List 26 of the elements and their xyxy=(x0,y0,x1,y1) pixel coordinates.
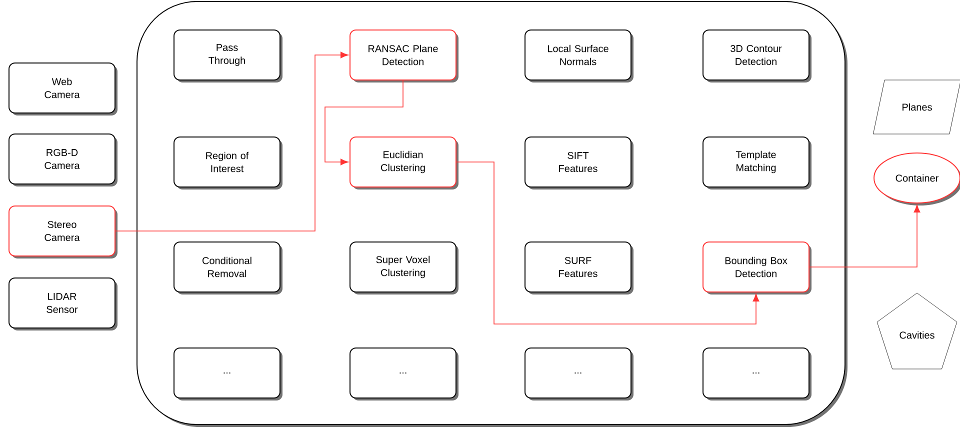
process-box: ... xyxy=(702,348,812,400)
process-box: Super Voxel Clustering xyxy=(350,242,458,294)
process-box: Conditional Removal xyxy=(174,242,282,294)
process-box: ... xyxy=(350,348,458,400)
sensor-box: Stereo Camera xyxy=(8,206,118,258)
process-box: Region of Interest xyxy=(174,136,282,190)
sensor-box: RGB-D Camera xyxy=(8,134,118,186)
process-box: RANSAC Plane Detection xyxy=(350,30,458,82)
process-box: Euclidian Clustering xyxy=(350,136,458,190)
process-box: Local Surface Normals xyxy=(524,30,634,82)
process-box: SURF Features xyxy=(524,242,634,294)
output-pentagon: Cavities xyxy=(876,292,958,370)
arrow xyxy=(456,162,760,324)
process-box: ... xyxy=(174,348,282,400)
arrow xyxy=(115,52,348,232)
process-box: SIFT Features xyxy=(524,136,634,190)
arrow xyxy=(324,80,404,166)
process-box: ... xyxy=(524,348,634,400)
sensor-box: LIDAR Sensor xyxy=(8,278,118,330)
process-box: Template Matching xyxy=(702,136,812,190)
sensor-box: Web Camera xyxy=(8,62,118,116)
process-box: 3D Contour Detection xyxy=(702,30,812,82)
process-box: Bounding Box Detection xyxy=(702,242,812,294)
output-parallelogram: Planes xyxy=(873,80,960,134)
arrow xyxy=(809,204,920,268)
process-box: Pass Through xyxy=(174,30,282,82)
